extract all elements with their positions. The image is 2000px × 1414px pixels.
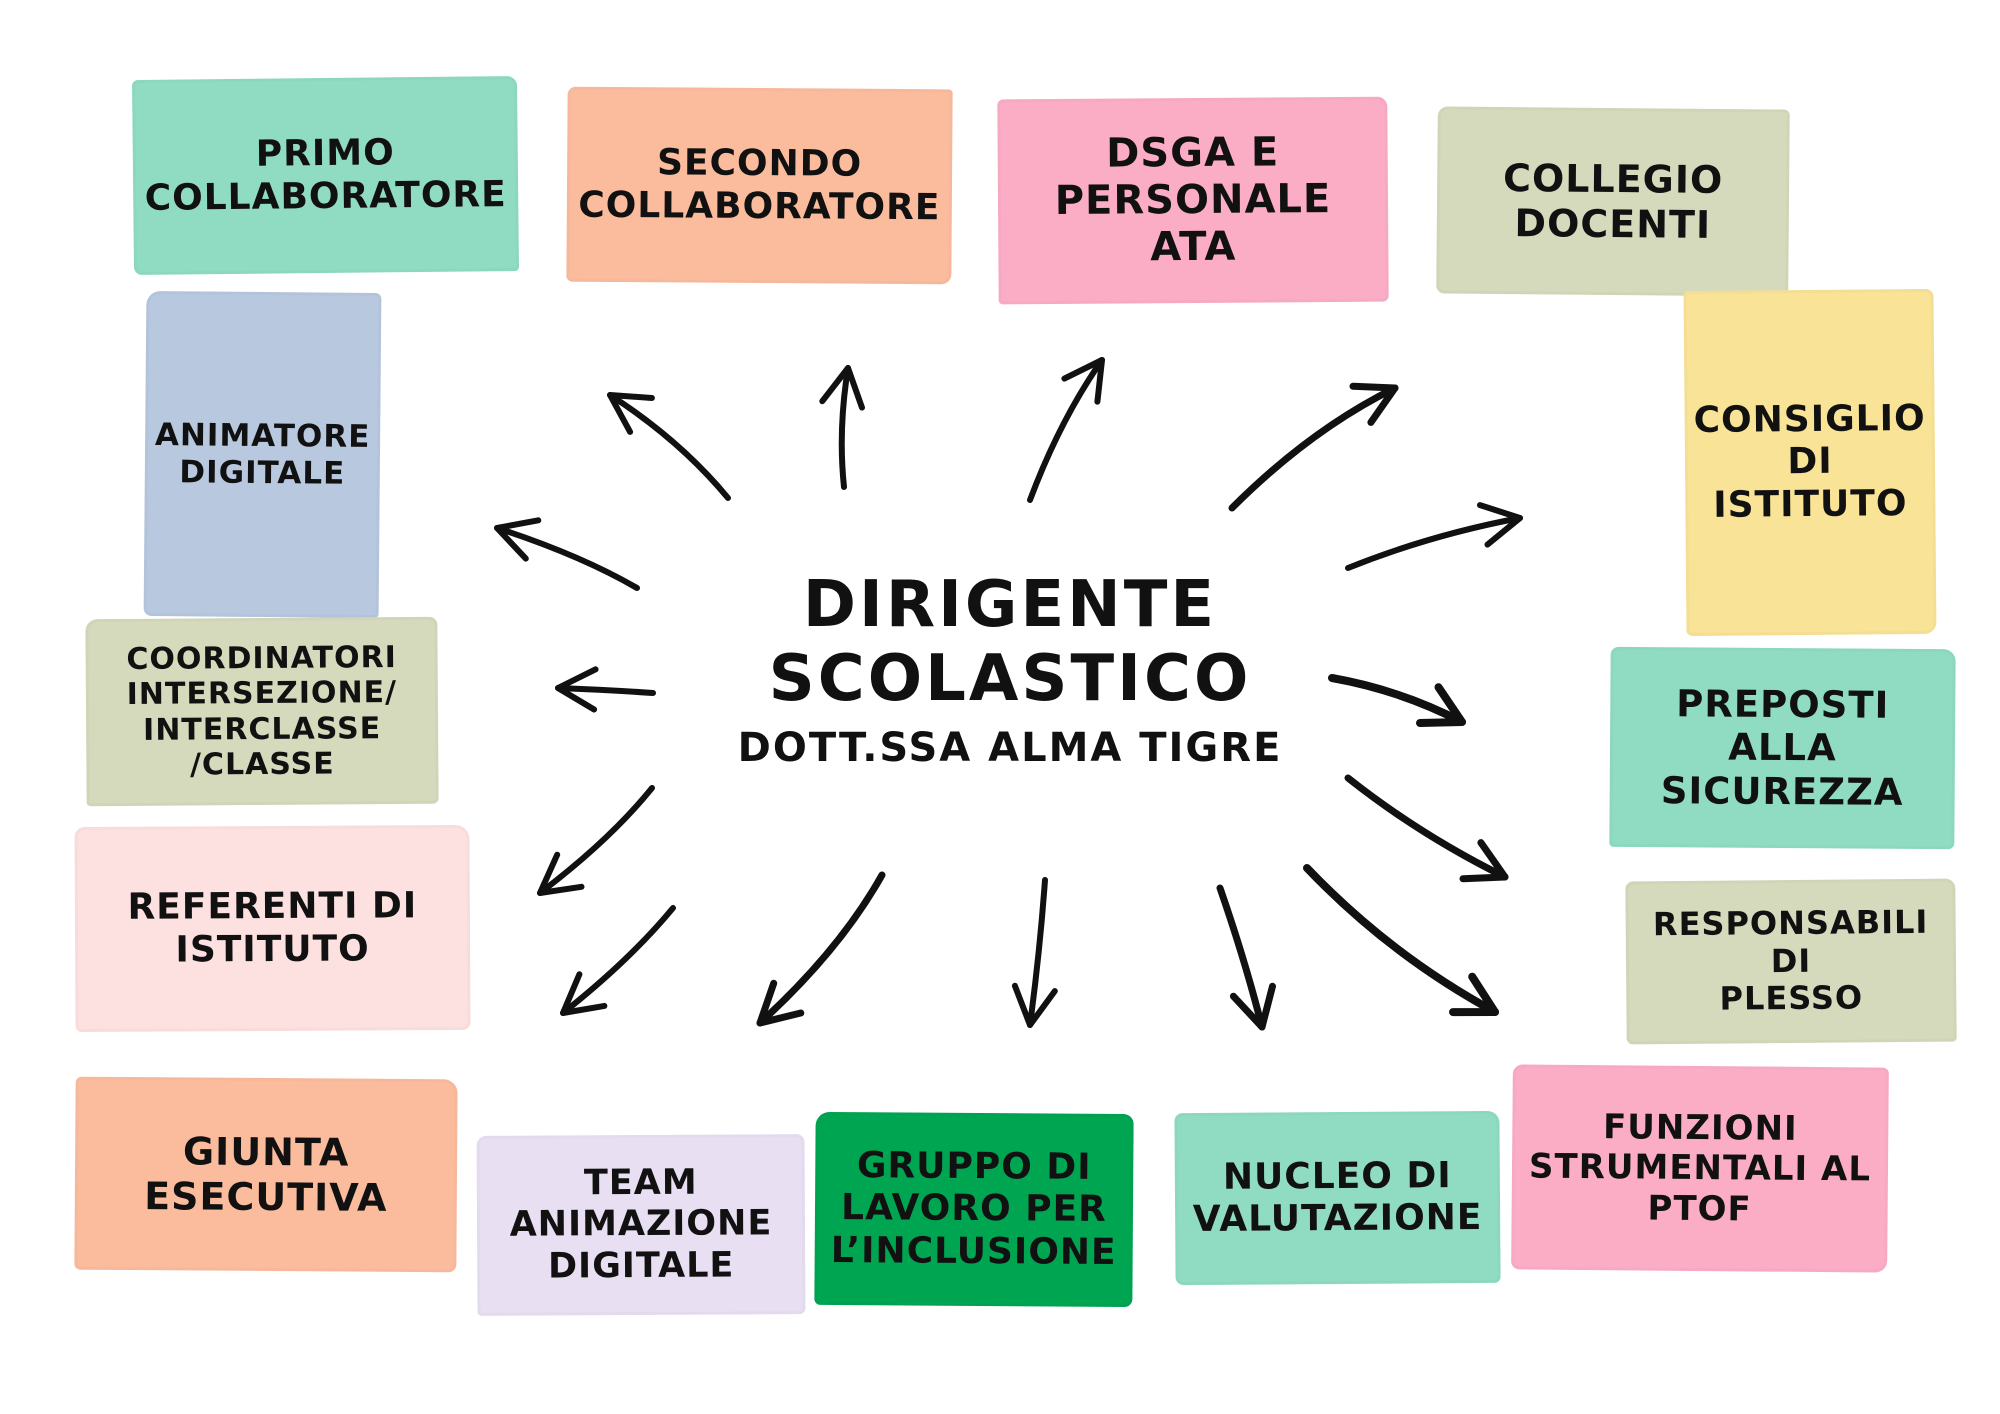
- node-referenti-istituto: REFERENTI DI ISTITUTO: [74, 824, 471, 1033]
- arrow-line-4: [1228, 384, 1399, 512]
- arrow-line-15: [1303, 864, 1499, 1016]
- node-funzioni-strumentali: FUNZIONI STRUMENTALI AL PTOF: [1511, 1064, 1889, 1273]
- arrow-line-11: [560, 905, 676, 1016]
- node-label: TEAM ANIMAZIONE DIGITALE: [509, 1162, 773, 1287]
- node-label: DSGA E PERSONALE ATA: [1054, 129, 1332, 271]
- arrow-line-12: [756, 871, 886, 1027]
- arrow-head-3: [1061, 357, 1105, 405]
- node-label: SECONDO COLLABORATORE: [578, 142, 941, 228]
- arrow-line-1: [607, 392, 731, 501]
- arrow-head-15: [1449, 972, 1499, 1017]
- arrow-head-10: [1459, 839, 1509, 883]
- arrow-line-8: [1328, 674, 1466, 726]
- arrow-line-7: [555, 685, 656, 696]
- arrow-line-14: [1216, 884, 1266, 1031]
- node-gruppo-lavoro-inclusione: GRUPPO DI LAVORO PER L’INCLUSIONE: [814, 1111, 1134, 1308]
- node-label: COORDINATORI INTERSEZIONE/ INTERCLASSE /…: [126, 639, 398, 783]
- arrow-line-3: [1027, 357, 1105, 503]
- subtitle: DOTT.SSA ALMA TIGRE: [737, 724, 1283, 771]
- title-line-1: DIRIGENTE: [802, 568, 1218, 643]
- arrow-head-4: [1349, 382, 1399, 426]
- node-preposti-sicurezza: PREPOSTI ALLA SICUREZZA: [1609, 646, 1956, 850]
- node-label: RESPONSABILI DI PLESSO: [1652, 902, 1929, 1018]
- arrow-head-6: [494, 517, 542, 562]
- node-coordinatori: COORDINATORI INTERSEZIONE/ INTERCLASSE /…: [85, 616, 439, 807]
- node-label: ANIMATORE DIGITALE: [154, 416, 371, 492]
- node-secondo-collaboratore: SECONDO COLLABORATORE: [566, 86, 953, 285]
- arrow-line-10: [1344, 774, 1509, 881]
- arrow-line-6: [494, 525, 640, 591]
- title-line-2: SCOLASTICO: [768, 642, 1252, 716]
- node-label: REFERENTI DI ISTITUTO: [127, 885, 418, 971]
- node-collegio-docenti: COLLEGIO DOCENTI: [1436, 106, 1790, 297]
- node-team-animazione-digitale: TEAM ANIMAZIONE DIGITALE: [476, 1134, 806, 1316]
- arrow-head-14: [1229, 982, 1276, 1031]
- node-consiglio-istituto: CONSIGLIO DI ISTITUTO: [1683, 288, 1937, 637]
- arrow-head-8: [1416, 683, 1466, 727]
- arrow-head-5: [1477, 502, 1523, 548]
- node-label: FUNZIONI STRUMENTALI AL PTOF: [1528, 1107, 1872, 1229]
- node-primo-collaboratore: PRIMO COLLABORATORE: [131, 75, 520, 276]
- node-label: NUCLEO DI VALUTAZIONE: [1192, 1154, 1483, 1241]
- node-animatore-digitale: ANIMATORE DIGITALE: [143, 290, 382, 619]
- arrow-line-2: [838, 365, 851, 490]
- node-label: PRIMO COLLABORATORE: [144, 132, 507, 219]
- node-dsga-personale-ata: DSGA E PERSONALE ATA: [997, 96, 1389, 305]
- arrow-head-9: [537, 851, 585, 896]
- arrow-head-11: [560, 971, 608, 1016]
- node-label: CONSIGLIO DI ISTITUTO: [1693, 397, 1926, 526]
- node-label: PREPOSTI ALLA SICUREZZA: [1660, 681, 1904, 814]
- node-giunta-esecutiva: GIUNTA ESECUTIVA: [74, 1076, 458, 1273]
- node-label: GIUNTA ESECUTIVA: [144, 1129, 388, 1220]
- arrow-head-12: [756, 979, 805, 1027]
- arrow-head-13: [1011, 982, 1058, 1028]
- arrow-head-2: [819, 365, 865, 411]
- central-title: DIRIGENTE SCOLASTICO DOTT.SSA ALMA TIGRE: [690, 545, 1330, 795]
- arrow-head-7: [555, 666, 599, 713]
- node-responsabili-plesso: RESPONSABILI DI PLESSO: [1625, 878, 1957, 1045]
- arrow-line-9: [537, 785, 655, 896]
- node-nucleo-valutazione: NUCLEO DI VALUTAZIONE: [1174, 1110, 1501, 1286]
- arrow-head-1: [607, 392, 655, 435]
- node-label: GRUPPO DI LAVORO PER L’INCLUSIONE: [830, 1144, 1117, 1273]
- arrow-line-13: [1027, 877, 1048, 1028]
- arrow-line-5: [1345, 515, 1523, 571]
- node-label: COLLEGIO DOCENTI: [1502, 155, 1724, 247]
